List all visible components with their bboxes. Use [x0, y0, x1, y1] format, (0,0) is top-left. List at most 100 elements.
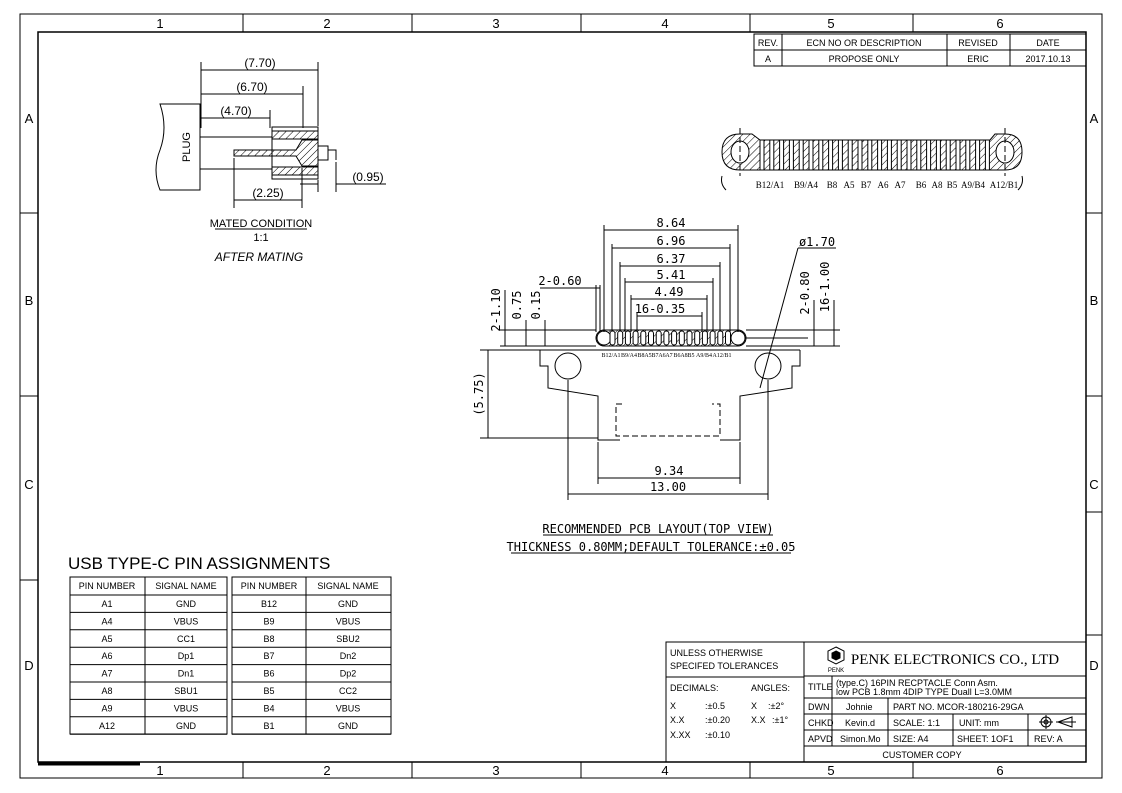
pin-finger	[837, 139, 843, 171]
pcb-pad	[694, 330, 701, 346]
zone-col-bottom-1: 1	[156, 763, 163, 778]
pin-number-cell: A1	[101, 599, 112, 609]
dim-5-75: (5.75)	[472, 372, 486, 415]
mated-caption: AFTER MATING	[214, 250, 303, 264]
dim-5-41: 5.41	[657, 268, 686, 282]
dim-2-110: 2-1.10	[489, 288, 503, 331]
pin-finger	[965, 139, 971, 171]
pin-finger	[798, 139, 804, 171]
pcb-pin-label: A7	[665, 353, 672, 359]
dim-16-035: 16-0.35	[635, 302, 686, 316]
mated-condition-view: (7.70) (6.70) (4.70) (2.25) (0.95) PLUG …	[155, 56, 386, 264]
pin-number-cell: A12	[99, 721, 115, 731]
pcb-pin-label: B8	[637, 353, 644, 359]
decimals-label: DECIMALS:	[670, 683, 719, 693]
pcb-pad	[624, 330, 631, 346]
zone-col-top-4: 4	[661, 16, 668, 31]
pcb-pad	[717, 330, 724, 346]
signal-name-cell: Dn2	[340, 651, 357, 661]
pcb-pad	[632, 330, 639, 346]
rev-header-desc: ECN NO OR DESCRIPTION	[806, 38, 921, 48]
rev-header-rev: REV.	[758, 38, 778, 48]
pin-number-cell: A4	[101, 616, 112, 626]
pcb-pad	[671, 330, 678, 346]
pcb-pad	[725, 330, 731, 346]
tolerance-line-1: UNLESS OTHERWISE	[670, 648, 763, 658]
pin-number-cell: B5	[263, 686, 274, 696]
pin-table-header: SIGNAL NAME	[317, 581, 378, 591]
dim-6-96: 6.96	[657, 234, 686, 248]
signal-name-cell: VBUS	[336, 703, 361, 713]
pin-finger	[788, 139, 794, 171]
zone-row-left-a: A	[25, 111, 34, 126]
tol-x-value: :±0.5	[705, 701, 725, 711]
pin-row-label: B8	[827, 180, 838, 190]
company-name: PENK ELECTRONICS CO., LTD	[851, 652, 1059, 668]
pin-finger	[984, 139, 990, 171]
pin-assignment-section: USB TYPE-C PIN ASSIGNMENTS PIN NUMBER SI…	[68, 554, 392, 735]
dim-6-37: 6.37	[657, 252, 686, 266]
rev-header-date: DATE	[1036, 38, 1059, 48]
pin-finger	[896, 139, 902, 171]
part-number: PART NO. MCOR-180216-29GA	[893, 702, 1024, 712]
signal-name-cell: Dp1	[178, 651, 195, 661]
penk-logo-icon	[827, 646, 845, 665]
dim-9-34: 9.34	[655, 464, 684, 478]
zone-row-left-b: B	[25, 293, 34, 308]
chkd-label: CHKD	[808, 718, 834, 728]
sheet-field: SHEET: 1OF1	[957, 734, 1014, 744]
dim-0-75: 0.75	[510, 291, 524, 320]
zone-col-top-3: 3	[492, 16, 499, 31]
mated-dim-095: (0.95)	[352, 170, 383, 184]
title-label: TITLE	[808, 682, 833, 692]
signal-name-cell: SBU2	[336, 634, 360, 644]
angles-label: ANGLES:	[751, 683, 790, 693]
zone-col-top-1: 1	[156, 16, 163, 31]
apvd-name: Simon.Mo	[840, 734, 881, 744]
pin-finger	[877, 139, 883, 171]
pcb-pad	[701, 330, 708, 346]
pin-finger	[847, 139, 853, 171]
zone-row-right-c: C	[1089, 477, 1098, 492]
pcb-pin-label: B5	[687, 353, 694, 359]
pcb-pin-label: A8	[680, 353, 687, 359]
pin-table-header: PIN NUMBER	[241, 581, 298, 591]
pcb-pad	[678, 330, 685, 346]
pcb-pin-label: B12/A1	[601, 353, 620, 359]
pcb-pin-label: A5	[644, 353, 651, 359]
pin-number-cell: A7	[101, 669, 112, 679]
pin-finger	[935, 139, 941, 171]
pin-table-header: SIGNAL NAME	[155, 581, 216, 591]
pin-table-header: PIN NUMBER	[79, 581, 136, 591]
mated-condition-title: MATED CONDITION	[210, 218, 313, 230]
pin-number-cell: B8	[263, 634, 274, 644]
pcb-pin-label: A9/B4	[696, 353, 712, 359]
dim-phi-1-70: ø1.70	[799, 235, 835, 249]
pin-number-cell: A9	[101, 703, 112, 713]
mated-dim-225: (2.25)	[252, 186, 283, 200]
pin-finger	[769, 139, 775, 171]
tol-xx-value: :±0.20	[705, 715, 730, 725]
pin-number-cell: A6	[101, 651, 112, 661]
title-block: UNLESS OTHERWISE SPECIFED TOLERANCES DEC…	[665, 641, 1087, 763]
zone-col-bottom-2: 2	[323, 763, 330, 778]
zone-row-left-c: C	[24, 477, 33, 492]
revision-block: REV. ECN NO OR DESCRIPTION REVISED DATE …	[753, 33, 1087, 67]
pin-finger	[906, 139, 912, 171]
logo-text: PENK	[828, 668, 844, 674]
pin-row-label: B5	[947, 180, 958, 190]
pin-finger	[945, 139, 951, 171]
pcb-pin-label: A6	[658, 353, 665, 359]
rev-revised-by: ERIC	[967, 54, 989, 64]
plug-label: PLUG	[181, 132, 193, 162]
customer-copy: CUSTOMER COPY	[882, 750, 961, 760]
zone-labels: 1 2 3 4 5 6 1 2 3 4 5 6 A B C D A B C D	[24, 16, 1098, 778]
signal-name-cell: Dp2	[340, 669, 357, 679]
pin-number-cell: A5	[101, 634, 112, 644]
pin-finger	[926, 139, 932, 171]
zone-col-top-2: 2	[323, 16, 330, 31]
signal-name-cell: GND	[176, 721, 197, 731]
angle-x-value: :±2°	[768, 701, 784, 711]
size-field: SIZE: A4	[893, 734, 929, 744]
angle-xx-value: :±1°	[772, 715, 788, 725]
